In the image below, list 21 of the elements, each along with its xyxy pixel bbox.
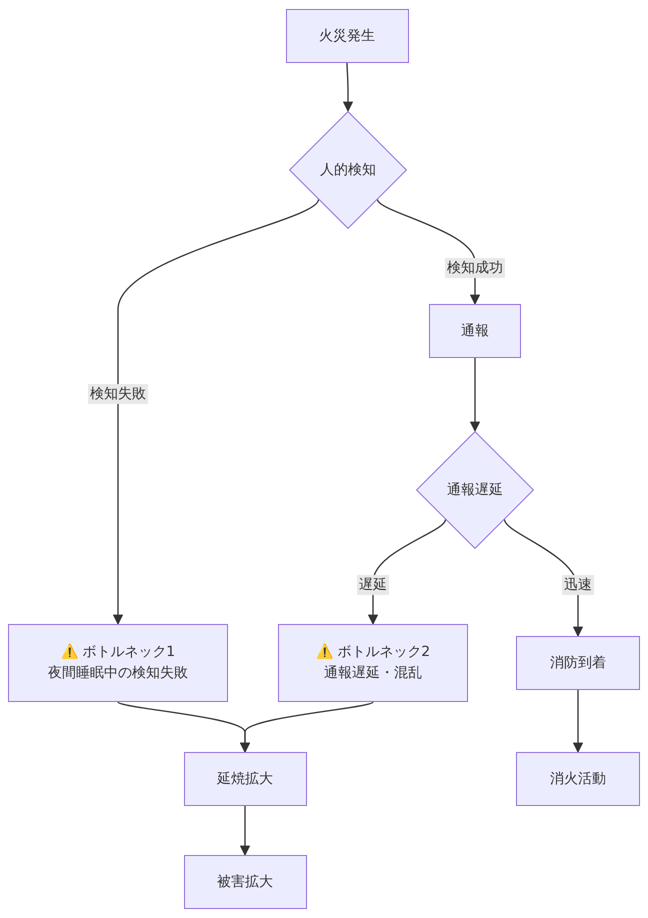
process-box: 火災発生 xyxy=(286,9,408,63)
arrow xyxy=(572,690,584,754)
arrow xyxy=(376,199,480,306)
process-box: 消防到着 xyxy=(516,636,640,690)
arrow xyxy=(470,358,480,432)
edge-label: 検知失敗 xyxy=(88,384,148,404)
edge-label: 遅延 xyxy=(357,575,389,595)
arrow xyxy=(342,63,354,112)
decision-diamond: 人的検知 xyxy=(289,111,407,229)
process-box: 消火活動 xyxy=(516,752,640,806)
process-box: ⚠ ボトルネック2 通報遅延・混乱 xyxy=(278,624,468,702)
process-box: 通報 xyxy=(429,304,521,358)
process-box: 延焼拡大 xyxy=(184,752,306,806)
decision-diamond: 通報遅延 xyxy=(416,431,534,549)
edge-label: 検知成功 xyxy=(445,258,505,278)
arrow xyxy=(240,701,374,754)
arrow xyxy=(240,806,250,856)
arrow xyxy=(112,199,320,626)
edge-label: 迅速 xyxy=(562,575,594,595)
process-box: 被害拡大 xyxy=(184,855,306,909)
process-box: ⚠ ボトルネック1 夜間睡眠中の検知失敗 xyxy=(8,624,228,702)
